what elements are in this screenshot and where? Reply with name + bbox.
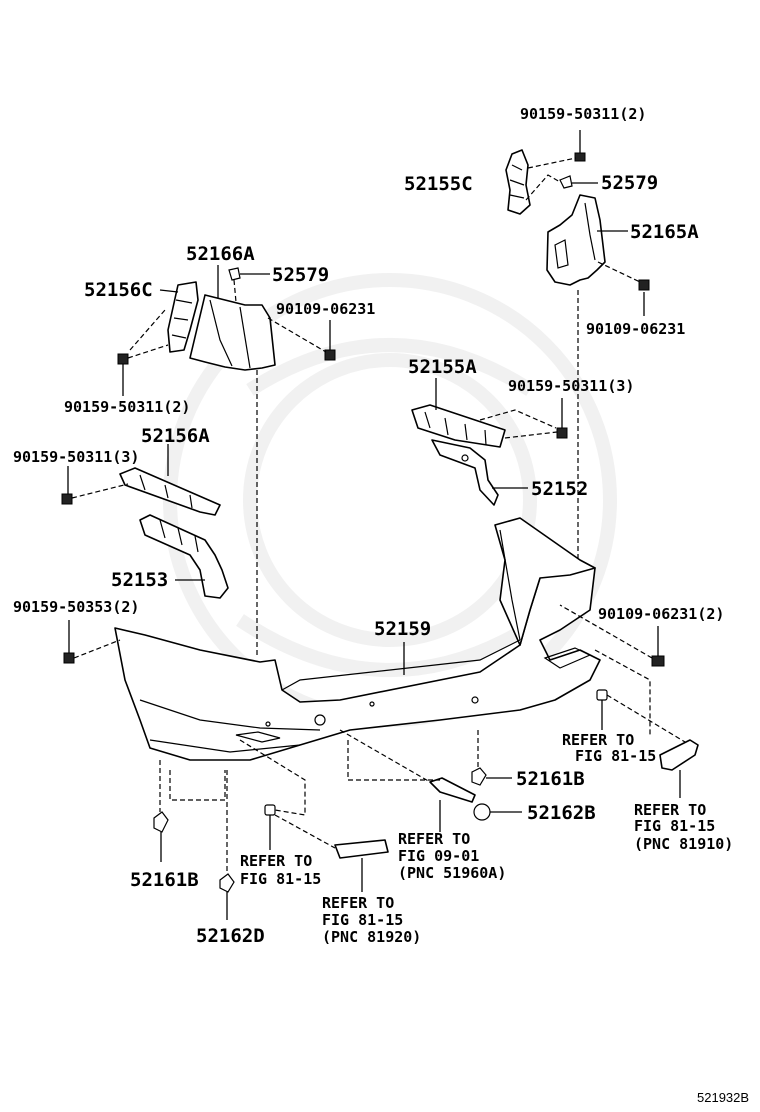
part-52166A-extension[interactable] (189, 294, 276, 371)
label-refer-81920-3: (PNC 81920) (322, 928, 421, 946)
label-90159-50311-2-left: 90159-50311(2) (64, 398, 190, 416)
label-52161B-mid: 52161B (516, 768, 585, 790)
label-90109-06231-right: 90109-06231 (586, 320, 685, 338)
label-refer-0901-2: FIG 09-01 (398, 847, 479, 865)
label-refer-81-15-left-1: REFER TO (240, 852, 312, 870)
label-90159-50311-2-top: 90159-50311(2) (520, 105, 646, 123)
part-reflector-81920[interactable] (274, 814, 389, 892)
label-refer-81910-3: (PNC 81910) (634, 835, 733, 853)
label-90109-06231-left: 90109-06231 (276, 300, 375, 318)
label-refer-0901-3: (PNC 51960A) (398, 864, 506, 882)
label-52165A: 52165A (630, 221, 699, 243)
label-refer-81920-2: FIG 81-15 (322, 911, 403, 929)
part-52152-bracket[interactable] (431, 439, 499, 506)
clip-52161B-mid[interactable] (471, 730, 512, 786)
label-52155C: 52155C (404, 173, 473, 195)
label-52166A: 52166A (186, 243, 255, 265)
label-90159-50311-3-right: 90159-50311(3) (508, 377, 634, 395)
clip-52161B-left[interactable] (153, 760, 226, 862)
label-52579-right: 52579 (601, 172, 658, 194)
label-52153: 52153 (111, 569, 168, 591)
clip-refer-81-15-left[interactable] (239, 739, 306, 850)
label-52161B-left: 52161B (130, 869, 199, 891)
label-52152: 52152 (531, 478, 588, 500)
label-90159-50353-2: 90159-50353(2) (13, 598, 139, 616)
label-52156A: 52156A (141, 425, 210, 447)
part-52165A-extension[interactable] (546, 194, 606, 286)
clip-52162D[interactable] (219, 770, 235, 920)
label-refer-81-15-right-1: REFER TO (562, 731, 634, 749)
part-52156A-retainer[interactable] (119, 467, 221, 516)
part-reflector-81910[interactable] (659, 739, 699, 798)
label-52156C: 52156C (84, 279, 153, 301)
label-refer-81920-1: REFER TO (322, 894, 394, 912)
clip-refer-81-15-right[interactable] (596, 689, 691, 746)
part-52155C-bracket[interactable] (505, 149, 531, 215)
part-52159-bumper-cover[interactable] (114, 517, 601, 761)
label-refer-81910-2: FIG 81-15 (634, 817, 715, 835)
bolt-90159-50353[interactable] (63, 620, 121, 664)
label-refer-81-15-right-2: FIG 81-15 (575, 747, 656, 765)
bolt-90159-50311-top[interactable] (574, 130, 586, 162)
clip-52579-right[interactable] (559, 175, 598, 189)
label-refer-81910-1: REFER TO (634, 801, 706, 819)
part-52156C-bracket[interactable] (167, 281, 199, 353)
bolt-90109-06231-right[interactable] (597, 261, 650, 316)
cap-52162B[interactable] (473, 803, 522, 821)
part-52153-reinforcement[interactable] (139, 514, 229, 599)
bolt-90159-50311-mid[interactable] (479, 398, 568, 439)
label-52155A: 52155A (408, 356, 477, 378)
bolt-90109-06231-2[interactable] (559, 604, 665, 667)
label-52159: 52159 (374, 618, 431, 640)
bolt-90159-50311-left[interactable] (117, 309, 169, 396)
part-52155A-retainer[interactable] (411, 404, 506, 448)
bolt-90159-50311-left-mid[interactable] (61, 466, 129, 505)
clip-52579-left[interactable] (228, 267, 270, 303)
label-90159-50311-3-left: 90159-50311(3) (13, 448, 139, 466)
label-52162D: 52162D (196, 925, 265, 947)
label-52162B: 52162B (527, 802, 596, 824)
part-tow-hook-cover-51960A[interactable] (339, 729, 476, 832)
label-refer-0901-1: REFER TO (398, 830, 470, 848)
bolt-90109-06231-left[interactable] (267, 317, 336, 361)
label-refer-81-15-left-2: FIG 81-15 (240, 870, 321, 888)
figure-code: 521932B (697, 1090, 749, 1105)
label-52579-left: 52579 (272, 264, 329, 286)
label-90109-06231-2: 90109-06231(2) (598, 605, 724, 623)
